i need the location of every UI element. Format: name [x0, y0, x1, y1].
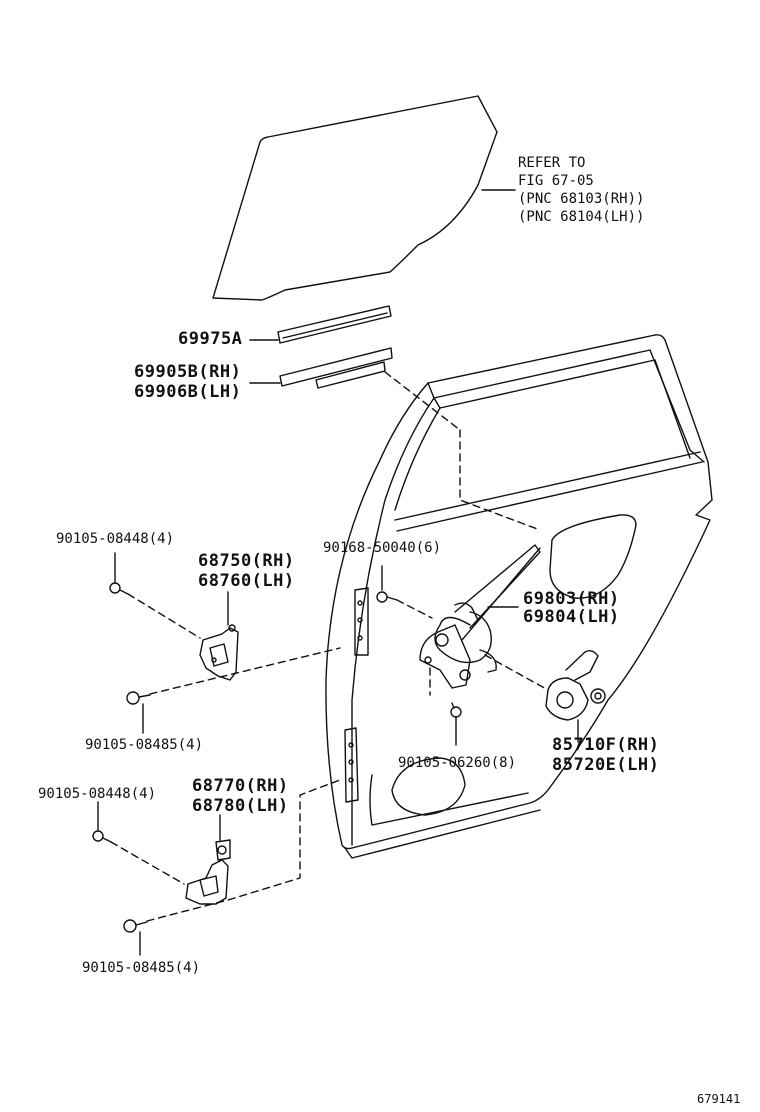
bolt-upper-a	[109, 582, 129, 595]
figure-id: 679141	[697, 1092, 741, 1106]
door-panel	[325, 334, 713, 850]
window-regulator	[419, 544, 541, 689]
part-69803[interactable]: 69803(RH)	[523, 589, 620, 609]
fig-ref-label: FIG 67-05	[518, 173, 594, 189]
part-85710f[interactable]: 85710F(RH)	[552, 735, 660, 755]
bolt-90105-06260	[450, 702, 462, 718]
weatherstrip-inner	[279, 347, 393, 387]
part-90105-08448-top[interactable]: 90105-08448(4)	[56, 531, 175, 547]
part-90105-08448-bot[interactable]: 90105-08448(4)	[38, 786, 157, 802]
access-hole-upper	[549, 514, 637, 599]
upper-hinge	[199, 624, 239, 681]
part-68770[interactable]: 68770(RH)	[192, 776, 289, 796]
part-69905b[interactable]: 69905B(RH)	[134, 362, 242, 382]
bolt-lower-a	[92, 830, 112, 843]
lower-hinge	[185, 839, 231, 905]
part-69804[interactable]: 69804(LH)	[523, 607, 620, 627]
part-69906b[interactable]: 69906B(LH)	[134, 382, 242, 402]
part-85720e[interactable]: 85720E(LH)	[552, 755, 660, 775]
part-90105-08485-bot[interactable]: 90105-08485(4)	[82, 960, 201, 976]
part-68780[interactable]: 68780(LH)	[192, 796, 289, 816]
part-90168-50040[interactable]: 90168-50040(6)	[323, 540, 442, 556]
access-hole-lower	[391, 757, 466, 816]
bolt-90168	[376, 591, 398, 603]
part-68750[interactable]: 68750(RH)	[198, 551, 295, 571]
door-glass	[212, 95, 498, 301]
part-69975a[interactable]: 69975A	[178, 329, 243, 349]
pnc-rh-label: (PNC 68103(RH))	[518, 191, 645, 207]
part-90105-08485-top[interactable]: 90105-08485(4)	[85, 737, 204, 753]
regulator-motor	[545, 649, 606, 721]
pnc-lh-label: (PNC 68104(LH))	[518, 209, 645, 225]
part-68760[interactable]: 68760(LH)	[198, 571, 295, 591]
bolt-upper-b	[126, 691, 151, 705]
bolt-lower-b	[123, 919, 148, 933]
part-90105-06260[interactable]: 90105-06260(8)	[398, 755, 517, 771]
refer-to-label: REFER TO	[518, 155, 586, 171]
belt-moulding-outer	[277, 305, 392, 344]
